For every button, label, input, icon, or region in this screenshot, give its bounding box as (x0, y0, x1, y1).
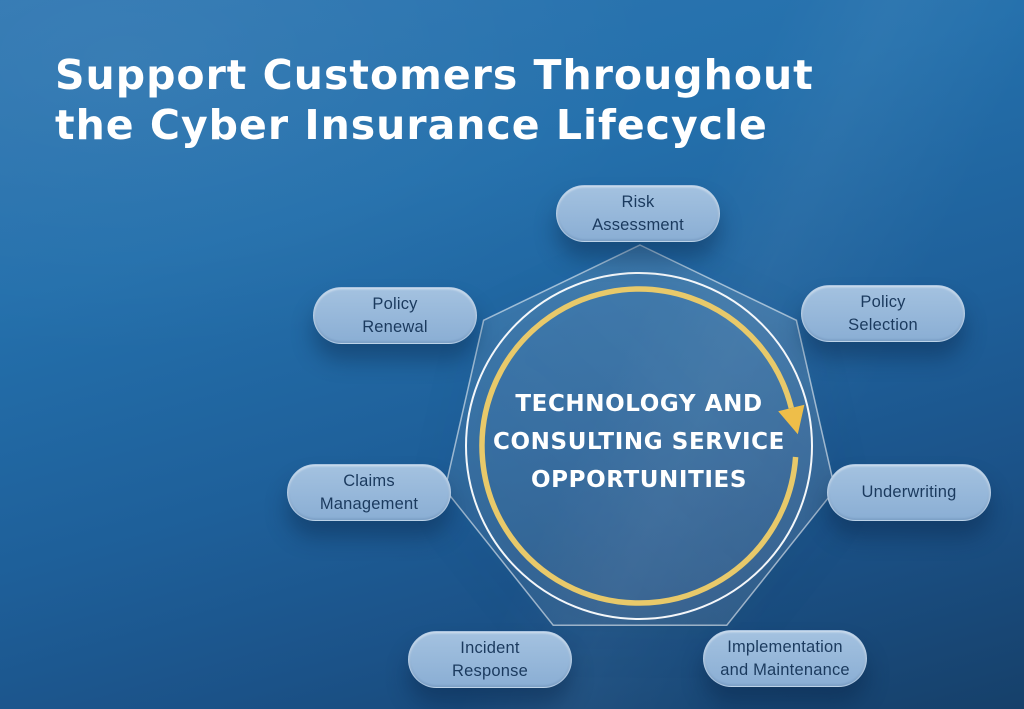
page-title-line1: Support Customers Throughout (55, 51, 814, 99)
heptagon-shape (444, 244, 836, 626)
node-policy-renewal: Policy Renewal (313, 287, 477, 344)
node-label-line: Response (452, 661, 528, 680)
node-label-line: Management (319, 494, 419, 513)
node-label-line: Incident (460, 638, 520, 657)
node-underwriting: Underwriting (827, 464, 991, 521)
node-incident-response: Incident Response (408, 631, 572, 688)
center-label-line2: CONSULTING SERVICE (493, 429, 785, 455)
cycle-arrow-arc (479, 286, 799, 606)
node-risk-assessment: Risk Assessment (556, 185, 720, 242)
page-title-line2: the Cyber Insurance Lifecycle (55, 101, 768, 149)
node-implementation-maintenance: Implementation and Maintenance (703, 630, 867, 687)
center-label-line3: OPPORTUNITIES (531, 467, 747, 493)
node-label-line: Risk (621, 192, 655, 211)
node-label-line: Underwriting (861, 483, 957, 501)
clockwise-arrow-head-icon (778, 404, 805, 435)
node-label-line: Selection (848, 315, 918, 334)
node-label-line: Implementation (727, 637, 843, 656)
node-claims-management: Claims Management (287, 464, 451, 521)
cycle-outline-circle (465, 272, 813, 620)
node-label-line: Policy (860, 292, 906, 311)
node-label-line: Claims (343, 471, 395, 490)
node-label-line: Assessment (592, 215, 684, 234)
node-label-line: Policy (372, 294, 418, 313)
node-policy-selection: Policy Selection (801, 285, 965, 342)
center-label-line1: TECHNOLOGY AND (515, 391, 763, 417)
center-label: TECHNOLOGY AND CONSULTING SERVICE OPPORT… (469, 385, 809, 499)
node-label-line: and Maintenance (720, 660, 850, 679)
node-label-line: Renewal (362, 317, 428, 336)
